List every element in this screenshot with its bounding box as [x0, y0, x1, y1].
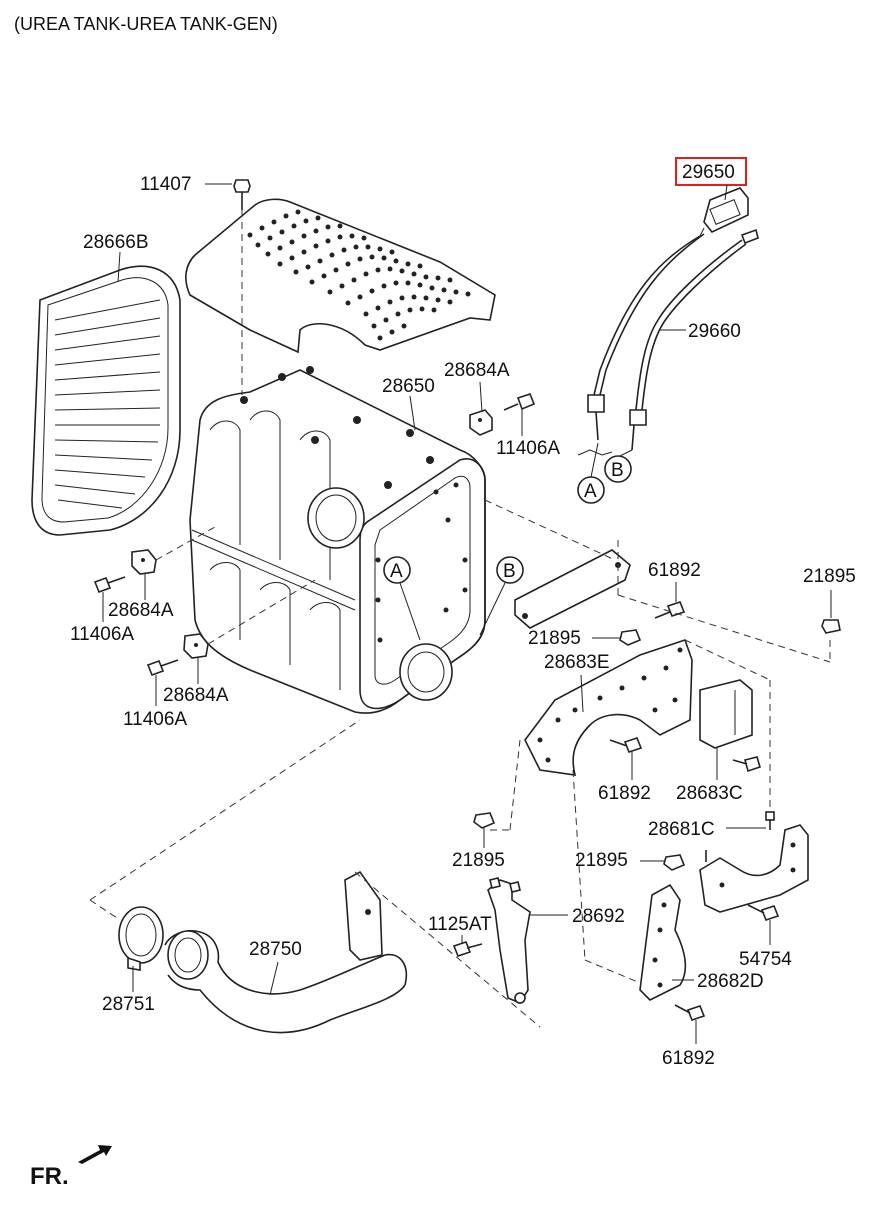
ref-circle-B-harness: B [604, 455, 632, 483]
bolt-11406A-top[interactable] [503, 393, 536, 411]
front-direction-arrow-icon [78, 1145, 112, 1164]
bolt-11406A-mid[interactable] [93, 576, 126, 594]
bolt-11407[interactable] [233, 179, 251, 210]
clamp-28751[interactable] [118, 906, 164, 971]
label-28683E: 28683E [544, 652, 610, 673]
svg-text:B: B [503, 561, 516, 582]
stud-28681C[interactable] [765, 811, 775, 830]
label-11406A-mid: 11406A [70, 624, 134, 645]
label-28751: 28751 [102, 994, 155, 1015]
bracket-28684A-mid[interactable] [131, 549, 157, 575]
bracket-shield-28683C[interactable] [699, 679, 753, 749]
diagram-title: (UREA TANK-UREA TANK-GEN) [14, 14, 278, 34]
label-28682D: 28682D [697, 971, 764, 992]
label-28684A-mid: 28684A [108, 600, 174, 621]
bracket-28684A-low[interactable] [183, 633, 209, 659]
label-11406A-top: 11406A [496, 438, 560, 459]
bracket-28681C[interactable] [699, 824, 809, 913]
label-28683C: 28683C [676, 783, 743, 804]
bolt-61892-bot[interactable] [674, 1004, 706, 1021]
bolt-61892-mid[interactable] [609, 737, 643, 753]
label-28681C: 28681C [648, 819, 715, 840]
label-28666B: 28666B [83, 232, 149, 253]
label-54754: 54754 [739, 949, 792, 970]
label-21895-mid: 21895 [528, 628, 581, 649]
nut-21895-bot[interactable] [663, 854, 686, 871]
sensor-harness-29660[interactable] [587, 233, 747, 451]
label-11407: 11407 [140, 174, 191, 195]
bracket-28684A-top[interactable] [469, 409, 493, 436]
label-61892-bot: 61892 [662, 1048, 715, 1069]
upper-mount-bracket[interactable] [514, 549, 631, 629]
nut-21895-right[interactable] [821, 619, 841, 634]
label-61892-mid: 61892 [598, 783, 651, 804]
label-11406A-low: 11406A [123, 709, 187, 730]
bracket-28692[interactable] [487, 877, 531, 1005]
label-28684A-top: 28684A [444, 360, 510, 381]
label-28650: 28650 [382, 376, 435, 397]
nut-21895-mid[interactable] [619, 629, 642, 646]
ref-circle-A-assembly: A [383, 556, 411, 584]
side-grille-cover[interactable] [31, 265, 181, 536]
label-1125AT: 1125AT [428, 914, 492, 935]
svg-text:A: A [584, 481, 597, 502]
bolt-11406A-low[interactable] [146, 659, 179, 677]
bolt-61892-top[interactable] [654, 601, 686, 619]
highlight-box-29650 [675, 157, 747, 186]
label-28692: 28692 [572, 906, 625, 927]
nut-21895-low[interactable] [473, 812, 496, 829]
scr-muffler-assembly[interactable] [189, 366, 486, 714]
label-61892-top: 61892 [648, 560, 701, 581]
label-21895-low: 21895 [452, 850, 505, 871]
label-28750: 28750 [249, 939, 302, 960]
svg-text:B: B [611, 460, 624, 481]
label-29660: 29660 [688, 321, 741, 342]
svg-text:A: A [390, 561, 403, 582]
nox-sensor-module-29650[interactable] [699, 187, 759, 245]
plate-28682D[interactable] [639, 883, 687, 1001]
label-28684A-low: 28684A [163, 685, 229, 706]
grille-slots [54, 299, 161, 509]
perforations [247, 209, 471, 341]
ref-circle-A-harness: A [577, 476, 605, 504]
bolt-28683C[interactable] [732, 756, 761, 773]
label-29650[interactable]: 29650 [682, 162, 735, 183]
top-heat-shield[interactable] [185, 198, 496, 354]
label-21895-bot: 21895 [575, 850, 628, 871]
front-marker-label: FR. [30, 1163, 69, 1190]
bolt-1125AT[interactable] [452, 941, 483, 957]
ref-circle-B-assembly: B [496, 556, 524, 584]
label-21895-right: 21895 [803, 566, 856, 587]
mounting-plate-28683E[interactable] [524, 638, 693, 776]
exhaust-pipe-28750[interactable] [164, 870, 407, 1034]
bolt-54754[interactable] [747, 904, 780, 921]
